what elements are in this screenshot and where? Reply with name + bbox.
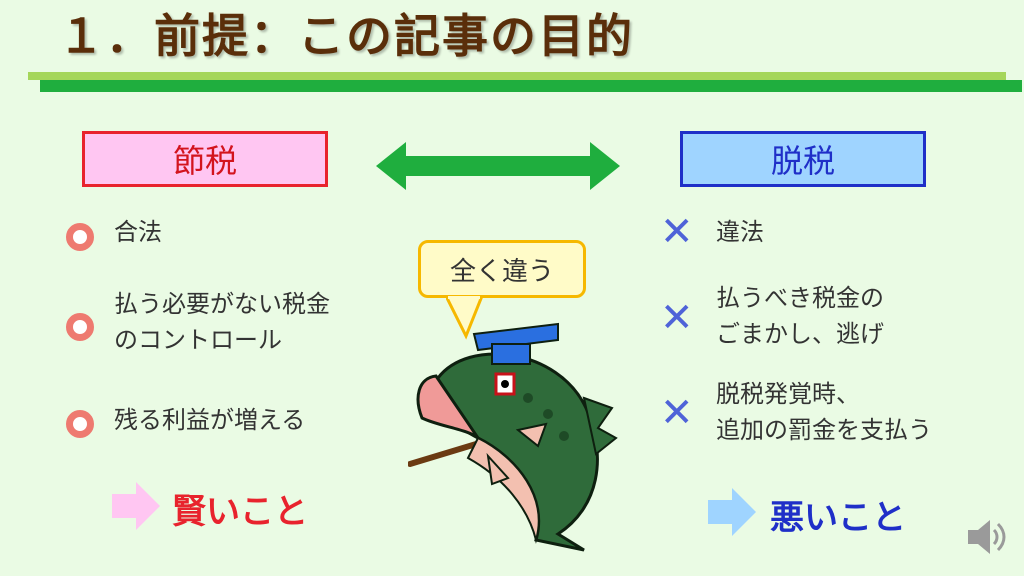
title-rule-dark [40,80,1022,92]
right-item-2-line-1: 払うべき税金の [716,284,884,312]
circle-o-icon [66,223,94,251]
speaker-icon[interactable] [964,518,1006,556]
right-item-2: 払うべき税金の ごまかし、逃げ [716,280,884,352]
datsuzei-label: 脱税 [680,131,926,187]
title-rule-light [28,72,1006,80]
right-item-3-line-2: 追加の罰金を支払う [716,416,932,444]
speech-bubble-tail [446,296,484,340]
right-item-1: 違法 [716,218,764,246]
right-item-2-line-2: ごまかし、逃げ [716,320,884,348]
cross-icon: ✕ [660,295,694,341]
right-item-3-line-1: 脱税発覚時、 [716,380,860,408]
right-item-3: 脱税発覚時、 追加の罰金を支払う [716,376,932,448]
pink-right-arrow-icon [112,482,160,530]
speech-bubble: 全く違う [418,240,586,298]
left-conclusion: 賢いこと [172,492,308,532]
blue-right-arrow-icon [708,488,756,536]
left-item-2-line-2: のコントロール [114,326,282,354]
setsuzei-label: 節税 [82,131,328,187]
double-arrow-icon [376,142,620,190]
left-item-2: 払う必要がない税金 のコントロール [114,286,330,358]
cross-icon: ✕ [660,209,694,255]
left-item-3: 残る利益が増える [114,406,306,434]
left-item-2-line-1: 払う必要がない税金 [114,290,330,318]
left-item-1: 合法 [114,218,162,246]
circle-o-icon [66,313,94,341]
slide-title: １．前提：この記事の目的 [58,9,634,63]
right-conclusion: 悪いこと [770,498,906,538]
cross-icon: ✕ [660,390,694,436]
circle-o-icon [66,410,94,438]
bass-fish-illustration [408,322,618,552]
